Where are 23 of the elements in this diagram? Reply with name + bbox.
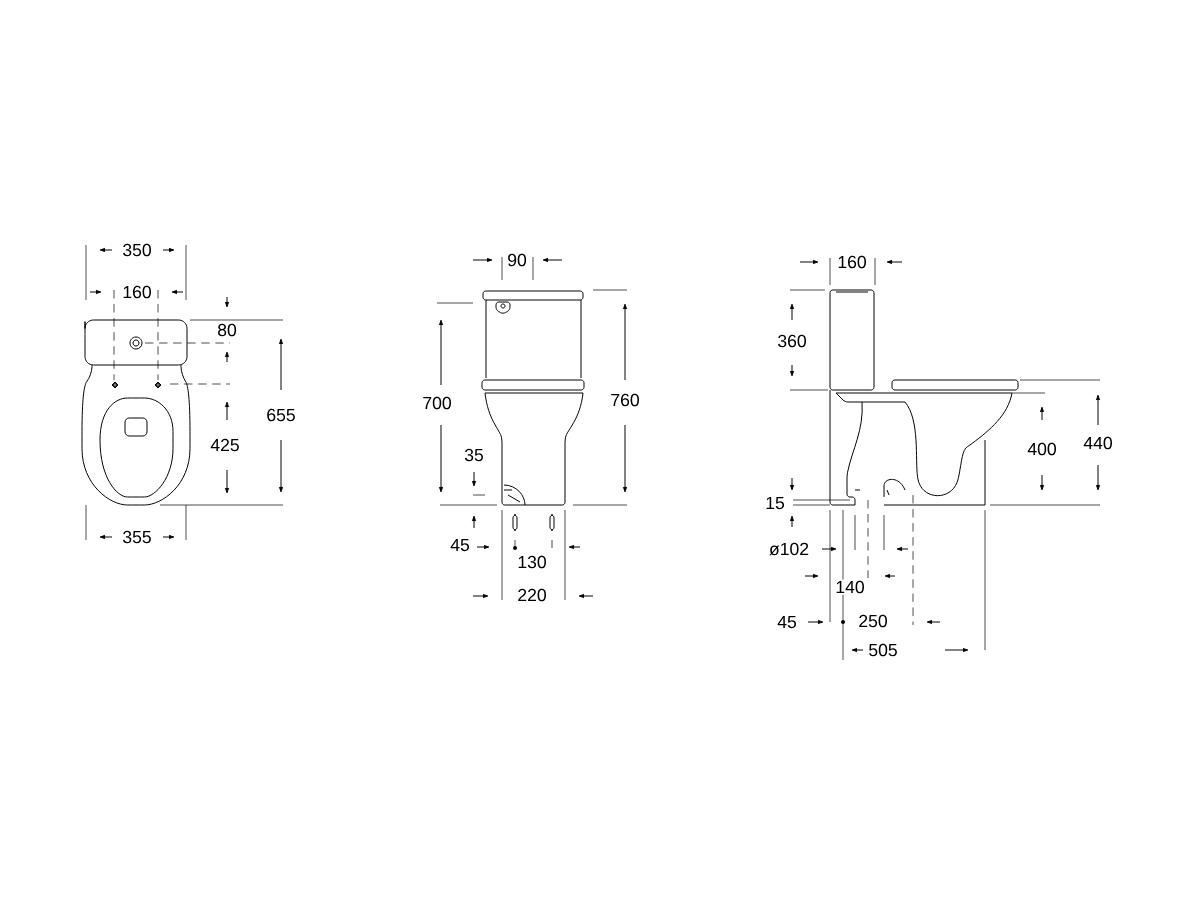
dimension-label: 80 [215, 322, 239, 338]
dimension-label: 90 [505, 252, 529, 268]
dimension-label: 505 [866, 642, 900, 658]
dimension-label: 400 [1025, 441, 1059, 457]
dimension-label: 250 [856, 613, 890, 629]
dimension-label: 425 [208, 437, 242, 453]
dimension-label: 130 [515, 554, 549, 570]
dimension-label: 355 [120, 529, 154, 545]
dimension-label: 440 [1081, 435, 1115, 451]
dimension-label: ø102 [767, 541, 811, 557]
dimension-label: 45 [448, 537, 472, 553]
dimension-label: 45 [775, 614, 799, 630]
dimension-label: 700 [420, 395, 454, 411]
dimension-label: 35 [462, 447, 486, 463]
dimension-label: 15 [763, 495, 787, 511]
dimension-label: 220 [515, 587, 549, 603]
dimension-label: 760 [608, 392, 642, 408]
dimension-label: 350 [120, 242, 154, 258]
dimension-label: 140 [833, 579, 867, 595]
dimension-label: 160 [835, 254, 869, 270]
dimension-label: 160 [120, 284, 154, 300]
dimension-label: 360 [775, 333, 809, 349]
dimension-label: 655 [264, 407, 298, 423]
